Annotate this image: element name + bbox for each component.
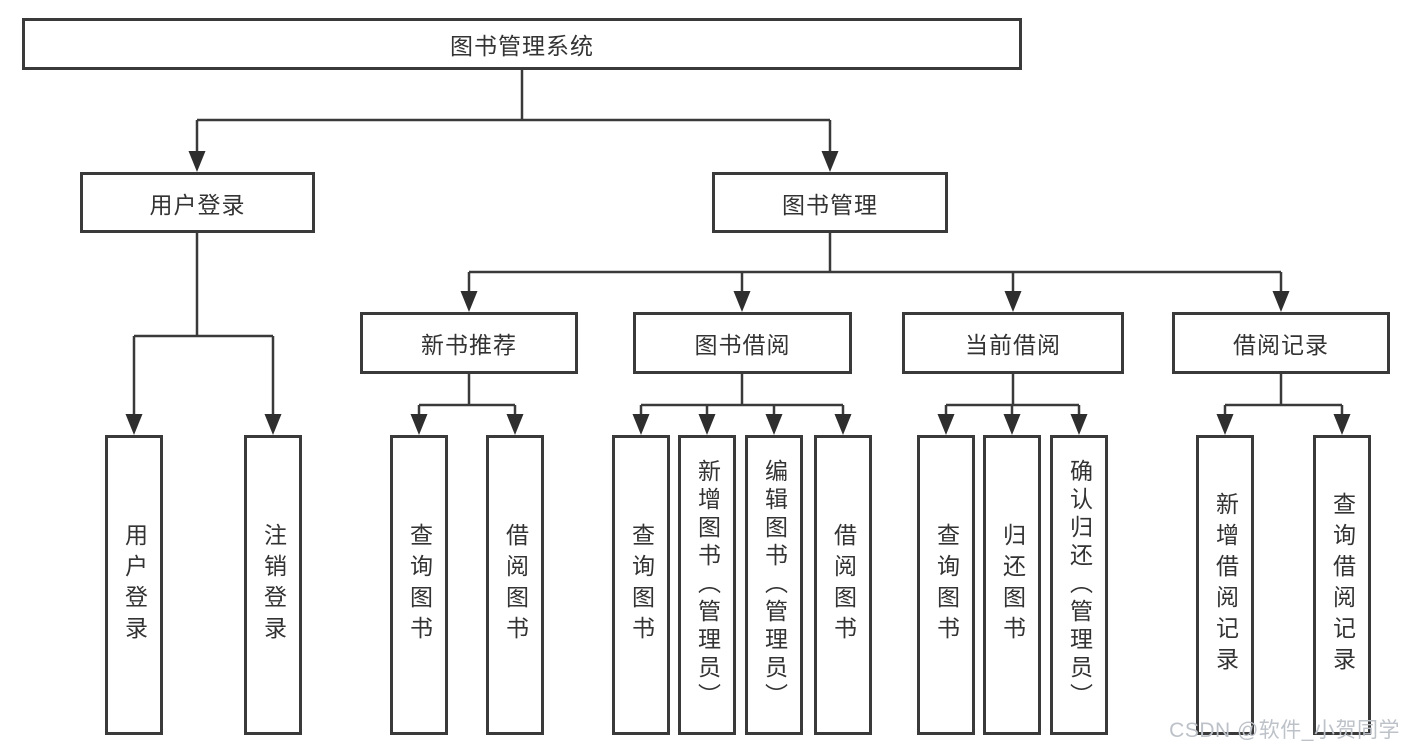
leaf-logout: 注销登录 [244, 435, 302, 735]
leaf-query-book-borrow: 查询图书 [612, 435, 670, 735]
leaf-edit-book-admin: 编辑图书（管理员） [745, 435, 803, 735]
leaf-borrow-book-recommend: 借阅图书 [486, 435, 544, 735]
node-book-management-label: 图书管理 [782, 191, 878, 218]
node-book-borrow: 图书借阅 [633, 312, 852, 374]
leaf-borrow-book: 借阅图书 [814, 435, 872, 735]
leaf-user-login-label: 用户登录 [121, 523, 148, 647]
leaf-return-book: 归还图书 [983, 435, 1041, 735]
leaf-query-book-recommend-label: 查询图书 [406, 523, 433, 647]
leaf-user-login: 用户登录 [105, 435, 163, 735]
node-root-label: 图书管理系统 [450, 33, 594, 59]
leaf-return-book-label: 归还图书 [999, 523, 1026, 647]
leaf-add-borrow-record: 新增借阅记录 [1196, 435, 1254, 735]
leaf-query-borrow-record: 查询借阅记录 [1313, 435, 1371, 735]
leaf-confirm-return-admin: 确认归还（管理员） [1050, 435, 1108, 735]
leaf-query-book-current: 查询图书 [917, 435, 975, 735]
node-current-borrow-label: 当前借阅 [965, 332, 1061, 358]
leaf-query-book-current-label: 查询图书 [933, 523, 960, 647]
node-user-login: 用户登录 [80, 172, 315, 233]
node-borrow-record-label: 借阅记录 [1233, 332, 1329, 358]
node-user-login-label: 用户登录 [149, 191, 246, 218]
node-new-book-recommend: 新书推荐 [360, 312, 578, 374]
leaf-borrow-book-recommend-label: 借阅图书 [502, 523, 529, 647]
leaf-query-book-borrow-label: 查询图书 [628, 523, 655, 647]
leaf-add-borrow-record-label: 新增借阅记录 [1212, 492, 1239, 678]
leaf-confirm-return-admin-label: 确认归还（管理员） [1066, 459, 1093, 711]
node-current-borrow: 当前借阅 [902, 312, 1124, 374]
leaf-edit-book-admin-label: 编辑图书（管理员） [761, 459, 788, 711]
leaf-query-borrow-record-label: 查询借阅记录 [1329, 492, 1356, 678]
leaf-borrow-book-label: 借阅图书 [830, 523, 857, 647]
node-new-book-recommend-label: 新书推荐 [421, 332, 517, 358]
watermark: CSDN @软件_小贺同学 [1169, 719, 1400, 742]
leaf-query-book-recommend: 查询图书 [390, 435, 448, 735]
node-book-management: 图书管理 [712, 172, 948, 233]
arrowheads [125, 151, 1351, 435]
node-borrow-record: 借阅记录 [1172, 312, 1390, 374]
node-book-borrow-label: 图书借阅 [694, 332, 791, 358]
leaf-add-book-admin-label: 新增图书（管理员） [694, 459, 721, 711]
leaf-logout-label: 注销登录 [260, 523, 287, 647]
leaf-add-book-admin: 新增图书（管理员） [678, 435, 736, 735]
node-root: 图书管理系统 [22, 18, 1022, 70]
